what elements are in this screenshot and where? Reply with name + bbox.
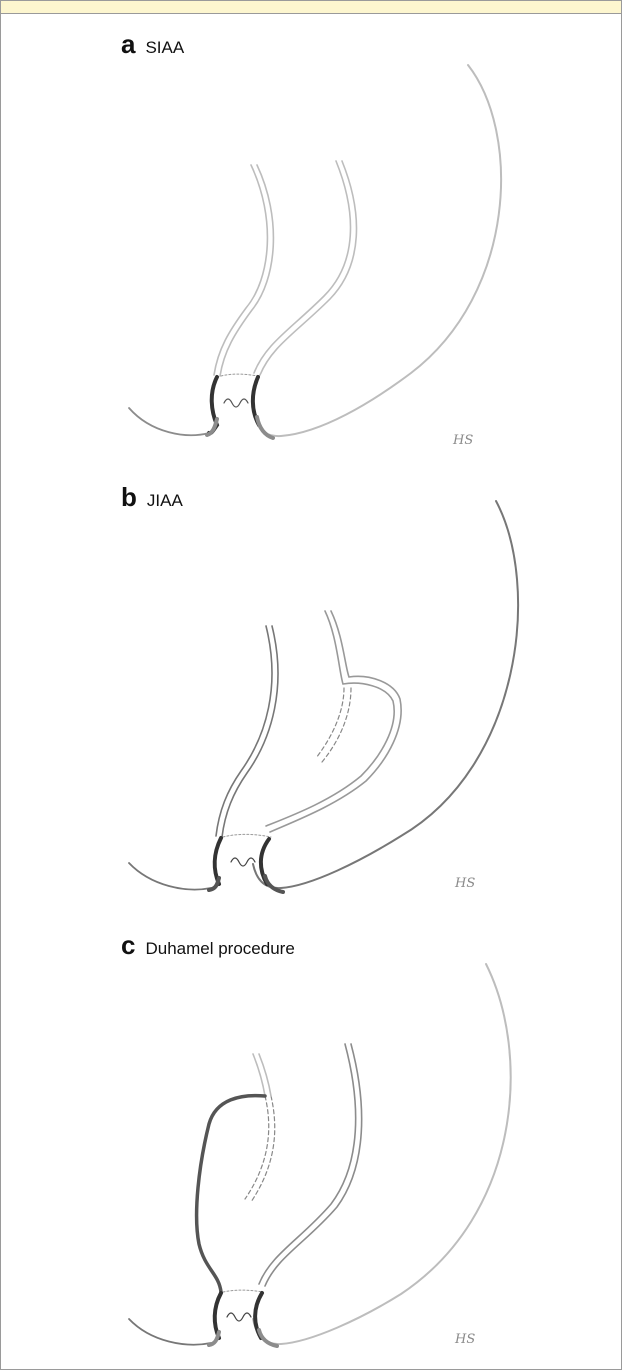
left-pelvic-floor xyxy=(129,408,209,435)
left-pelvic-floor xyxy=(129,1319,211,1345)
anal-canal-right-lower xyxy=(265,876,283,892)
anastomosis-hatch xyxy=(221,374,258,376)
right-tube-outer-wall xyxy=(254,161,351,373)
j-pouch-dashed-limb-1 xyxy=(316,688,344,758)
left-pelvic-floor xyxy=(129,863,211,890)
left-tube-inner-wall xyxy=(222,626,278,837)
anastomosis-hatch xyxy=(223,834,271,837)
j-pouch-dashed-limb-2 xyxy=(322,688,351,762)
dentate-wave xyxy=(227,1313,251,1321)
dentate-wave xyxy=(224,399,248,407)
duhamel-illustration xyxy=(1,914,621,1369)
j-pouch-outer xyxy=(266,611,394,826)
artist-initials-c: HS xyxy=(455,1332,475,1347)
anastomosis-hatch xyxy=(223,1290,263,1292)
artist-initials-a: HS xyxy=(453,433,473,448)
left-tube-outer-wall xyxy=(216,626,272,836)
outer-bowel-contour xyxy=(253,501,518,888)
anal-canal-right-lower xyxy=(259,1330,277,1346)
stump-top-segment-1 xyxy=(253,1054,265,1096)
panel-siaa: a SIAA xyxy=(1,13,621,466)
right-tube-inner-wall xyxy=(265,1044,362,1286)
artist-initials-b: HS xyxy=(455,876,475,891)
anal-canal-right-lower xyxy=(257,417,273,438)
panel-jiaa: b JIAA xyxy=(1,466,621,914)
native-rectum-wall xyxy=(197,1096,265,1292)
siaa-illustration xyxy=(1,13,621,466)
anal-canal-left-lower xyxy=(209,1332,219,1345)
panel-duhamel: c Duhamel procedure xyxy=(1,914,621,1369)
anal-canal-left-lower xyxy=(209,878,219,890)
rectal-stump-dashed-2 xyxy=(251,1096,275,1202)
outer-bowel-contour xyxy=(253,964,511,1344)
jiaa-illustration xyxy=(1,466,621,914)
right-tube-outer-wall xyxy=(259,1044,356,1284)
outer-bowel-contour xyxy=(254,65,501,436)
dentate-wave xyxy=(231,858,255,866)
anal-canal-left-lower xyxy=(207,419,217,435)
rectal-stump-dashed-1 xyxy=(245,1096,269,1199)
left-tube-inner-wall xyxy=(220,165,273,376)
left-tube-outer-wall xyxy=(214,165,267,375)
